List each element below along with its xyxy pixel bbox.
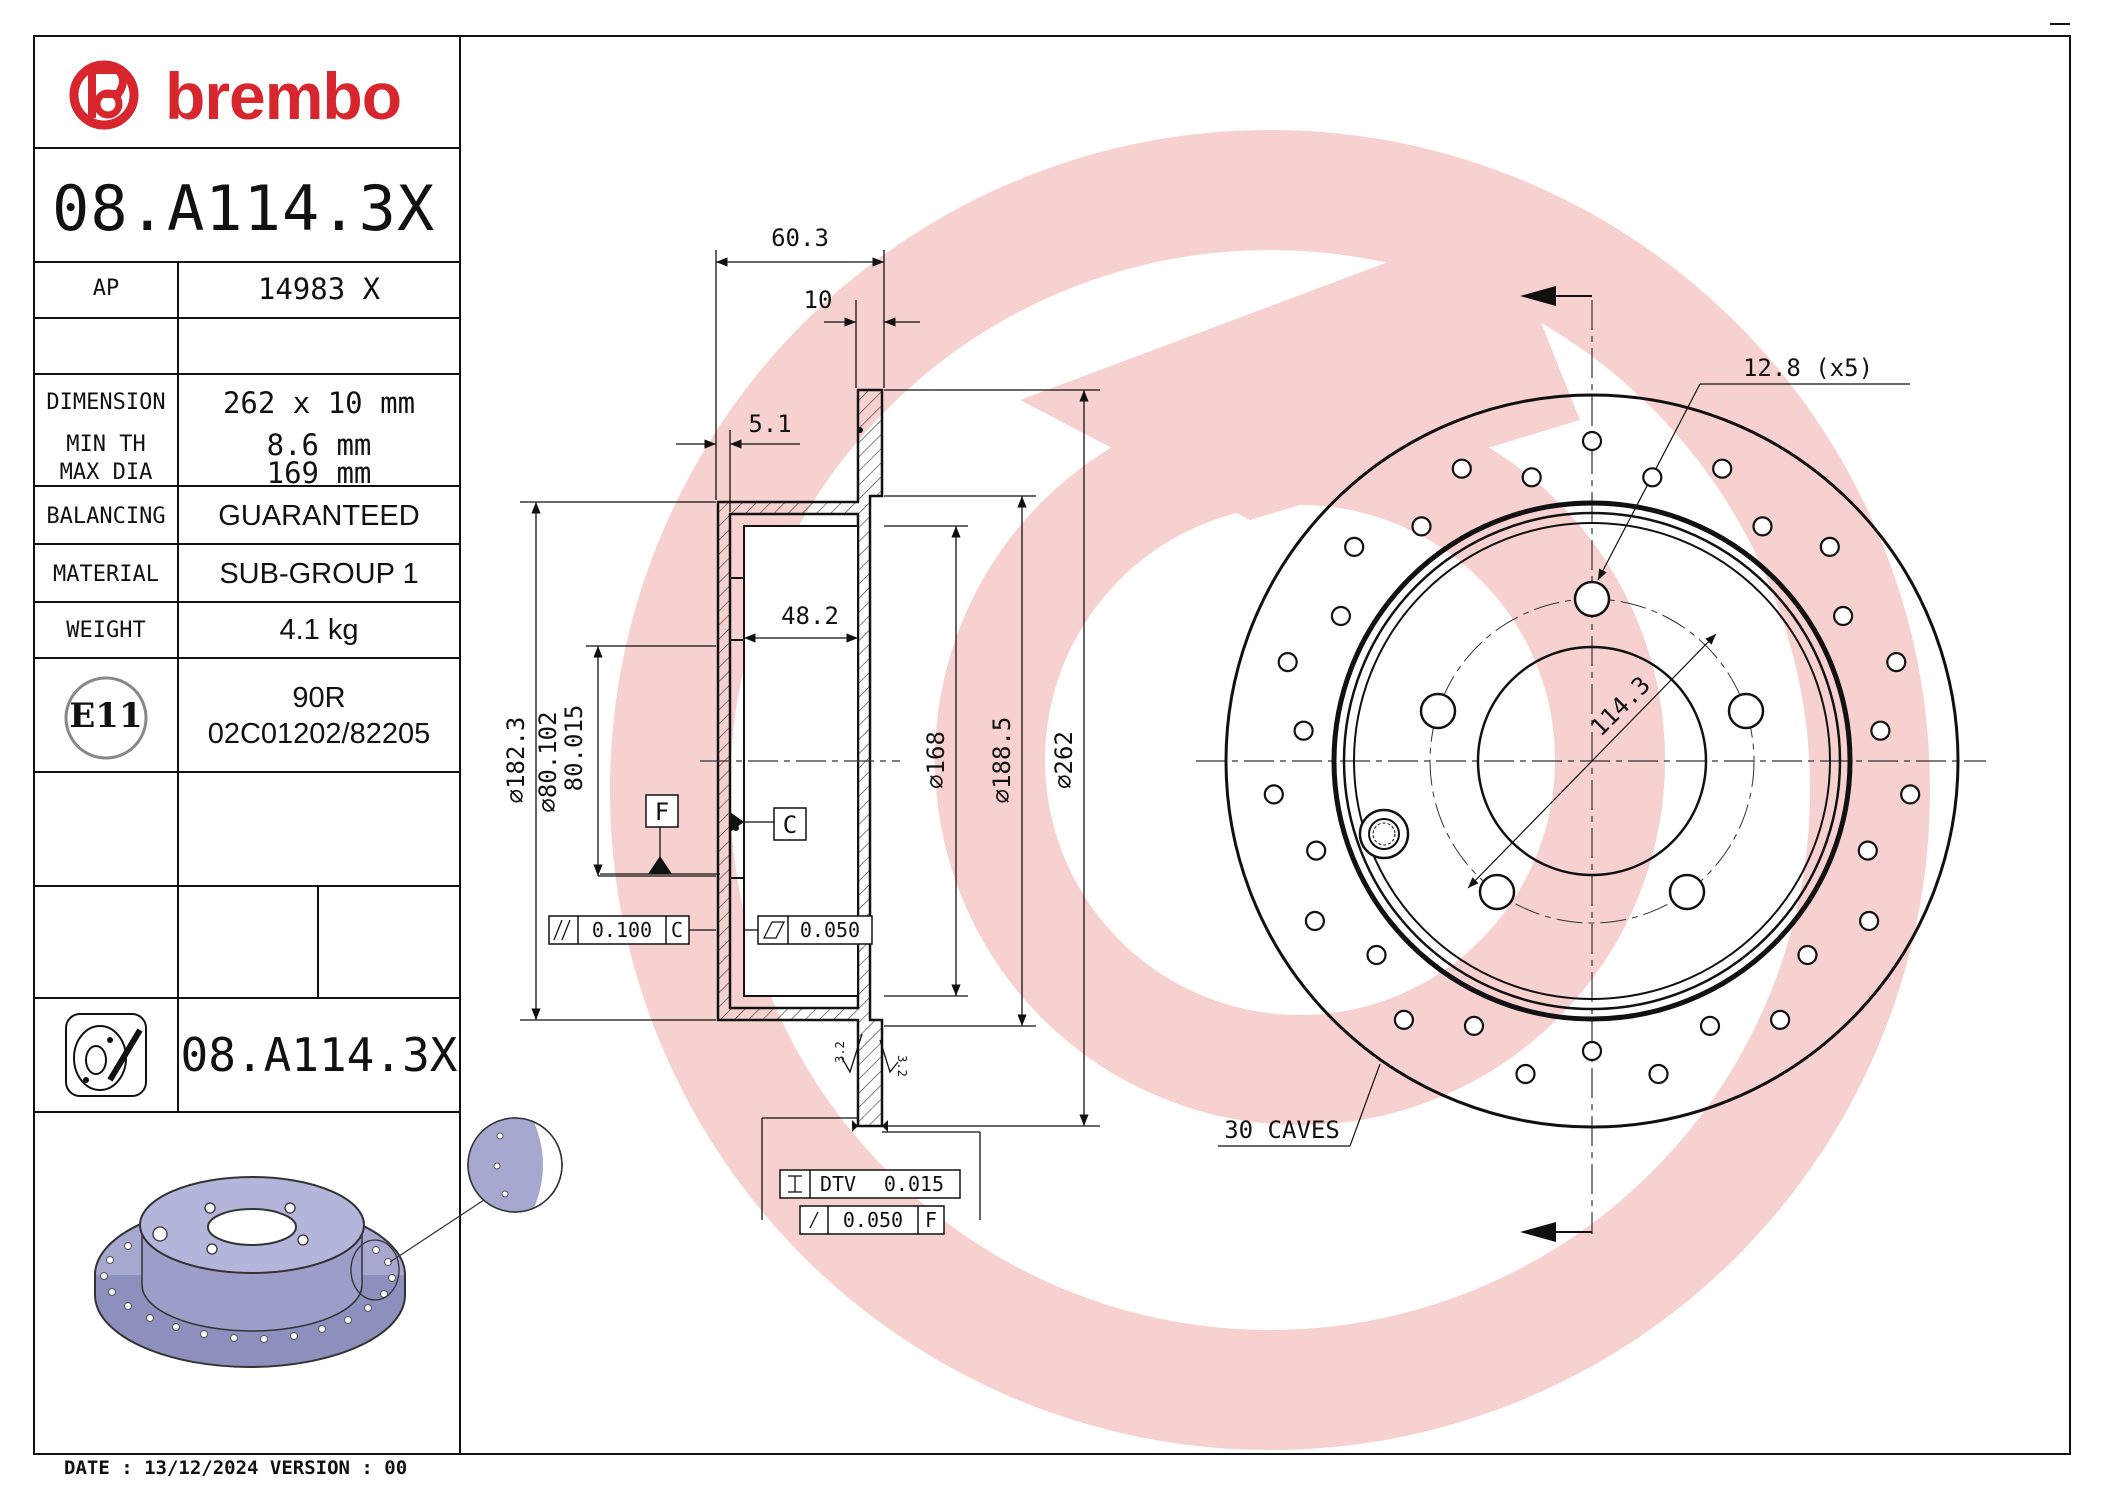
drilled-holes [1263, 430, 1921, 1085]
dim-hat-depth: 48.2 [781, 602, 839, 630]
cross-drill-hole [1366, 944, 1387, 966]
dia-188: 188.5 [988, 717, 1016, 789]
approval-line2: 02C01202/82205 [207, 718, 431, 750]
sheet-frame [33, 35, 2071, 1455]
cross-drill-hole [1521, 467, 1542, 488]
dtv-value: 0.015 [884, 1172, 944, 1196]
title-block-grid [34, 36, 461, 1454]
max-dia-value: 169 mm [266, 456, 372, 490]
cross-drill-hole [1393, 1009, 1415, 1031]
roughness-right: 3.2 [895, 1055, 909, 1077]
cross-drill-hole [1330, 605, 1352, 627]
weight-value: 4.1 kg [279, 614, 359, 646]
dimension-label: DIMENSION [46, 390, 166, 415]
svg-text:⌀262: ⌀262 [1050, 731, 1078, 789]
roughness-left: 3.2 [833, 1041, 847, 1063]
brembo-logo-icon [69, 60, 139, 130]
dia-hub-max: 80.102 [534, 711, 562, 798]
runout-value: 0.050 [843, 1208, 903, 1232]
caves-note: 30 CAVES [1224, 1116, 1340, 1144]
datum-c-label: C [783, 811, 797, 839]
cross-drill-hole [1857, 840, 1878, 861]
cross-drill-hole [1277, 651, 1298, 673]
ap-value: 14983 X [257, 272, 381, 306]
front-view [1196, 286, 1986, 1242]
svg-text:⌀80.102: ⌀80.102 [534, 711, 562, 812]
cross-drill-hole [1451, 458, 1472, 479]
svg-text:⌀188.5: ⌀188.5 [988, 717, 1016, 804]
weight-label: WEIGHT [66, 618, 146, 643]
cross-drill-hole [1858, 910, 1880, 932]
footer-version: VERSION : 00 [269, 1457, 408, 1479]
dtv-label: DTV [820, 1172, 856, 1196]
min-th-label: MIN TH [66, 432, 146, 457]
dim-thickness: 10 [804, 286, 833, 314]
e11-approval-icon [64, 676, 148, 760]
svg-text:⌀182.3: ⌀182.3 [502, 717, 530, 804]
brand-logo-text: brembo [165, 59, 402, 133]
dia-168: 168 [922, 731, 950, 774]
cross-drill-hole [1699, 1015, 1721, 1037]
svg-text:⌀168: ⌀168 [922, 731, 950, 789]
e11-mark: E11 [69, 696, 143, 736]
dia-262: 262 [1050, 731, 1078, 774]
dia-hub-min: 80.015 [560, 705, 588, 792]
footer-date: DATE : 13/12/2024 [64, 1457, 259, 1479]
cross-drill-hole [1819, 536, 1840, 558]
cross-drill-hole [1344, 536, 1365, 558]
cross-drill-hole [1886, 651, 1907, 673]
dia-182: 182.3 [502, 717, 530, 789]
section-view [520, 250, 1100, 1235]
runout-datum: F [925, 1208, 937, 1232]
flatness-value: 0.050 [800, 918, 860, 942]
cross-drill-hole [1769, 1009, 1791, 1031]
parallelism-value: 0.100 [592, 918, 652, 942]
cross-drill-hole [1712, 458, 1733, 479]
balancing-value: GUARANTEED [218, 500, 420, 532]
cross-drill-hole [1797, 944, 1818, 966]
cross-drill-hole [1648, 1063, 1669, 1085]
dimension-value: 262 x 10 mm [222, 386, 416, 420]
parallelism-datum: C [671, 918, 683, 942]
balancing-label: BALANCING [46, 504, 166, 529]
dim-overall-height: 60.3 [771, 224, 829, 252]
material-label: MATERIAL [53, 562, 159, 587]
cross-drill-hole [1293, 720, 1314, 741]
footer-date-version: DATE : 13/12/2024 VERSION : 00 [64, 1457, 407, 1479]
dim-flange: 5.1 [748, 410, 791, 438]
cross-drill-hole [1752, 516, 1773, 537]
part-number: 08.A114.3X [52, 172, 436, 245]
max-dia-label: MAX DIA [59, 460, 153, 485]
cross-drill-hole [1870, 720, 1891, 741]
cross-drill-hole [1642, 467, 1663, 488]
cross-drill-hole [1306, 840, 1327, 861]
footer-part-number: 08.A114.3X [180, 1028, 458, 1082]
cross-drill-hole [1463, 1015, 1485, 1037]
datum-f-label: F [655, 798, 669, 826]
brembo-watermark [610, 130, 1930, 1450]
bolt-holes [1419, 580, 1765, 911]
drilled-disc-icon [65, 1013, 147, 1097]
cross-drill-hole [1304, 910, 1326, 932]
disc-3d-render [94, 1117, 563, 1368]
bolt-hole-note: 12.8 (x5) [1743, 354, 1873, 382]
cross-drill-hole [1832, 605, 1854, 627]
material-value: SUB-GROUP 1 [219, 558, 419, 590]
cross-drill-hole [1581, 430, 1603, 452]
cross-drill-hole [1581, 1040, 1603, 1062]
cross-drill-hole [1263, 784, 1284, 805]
cross-drill-hole [1411, 516, 1432, 537]
min-th-value: 8.6 mm [266, 428, 372, 462]
cross-drill-hole [1515, 1063, 1536, 1085]
ap-label: AP [92, 276, 120, 301]
cross-drill-hole [1900, 784, 1921, 805]
approval-line1: 90R [292, 682, 346, 714]
